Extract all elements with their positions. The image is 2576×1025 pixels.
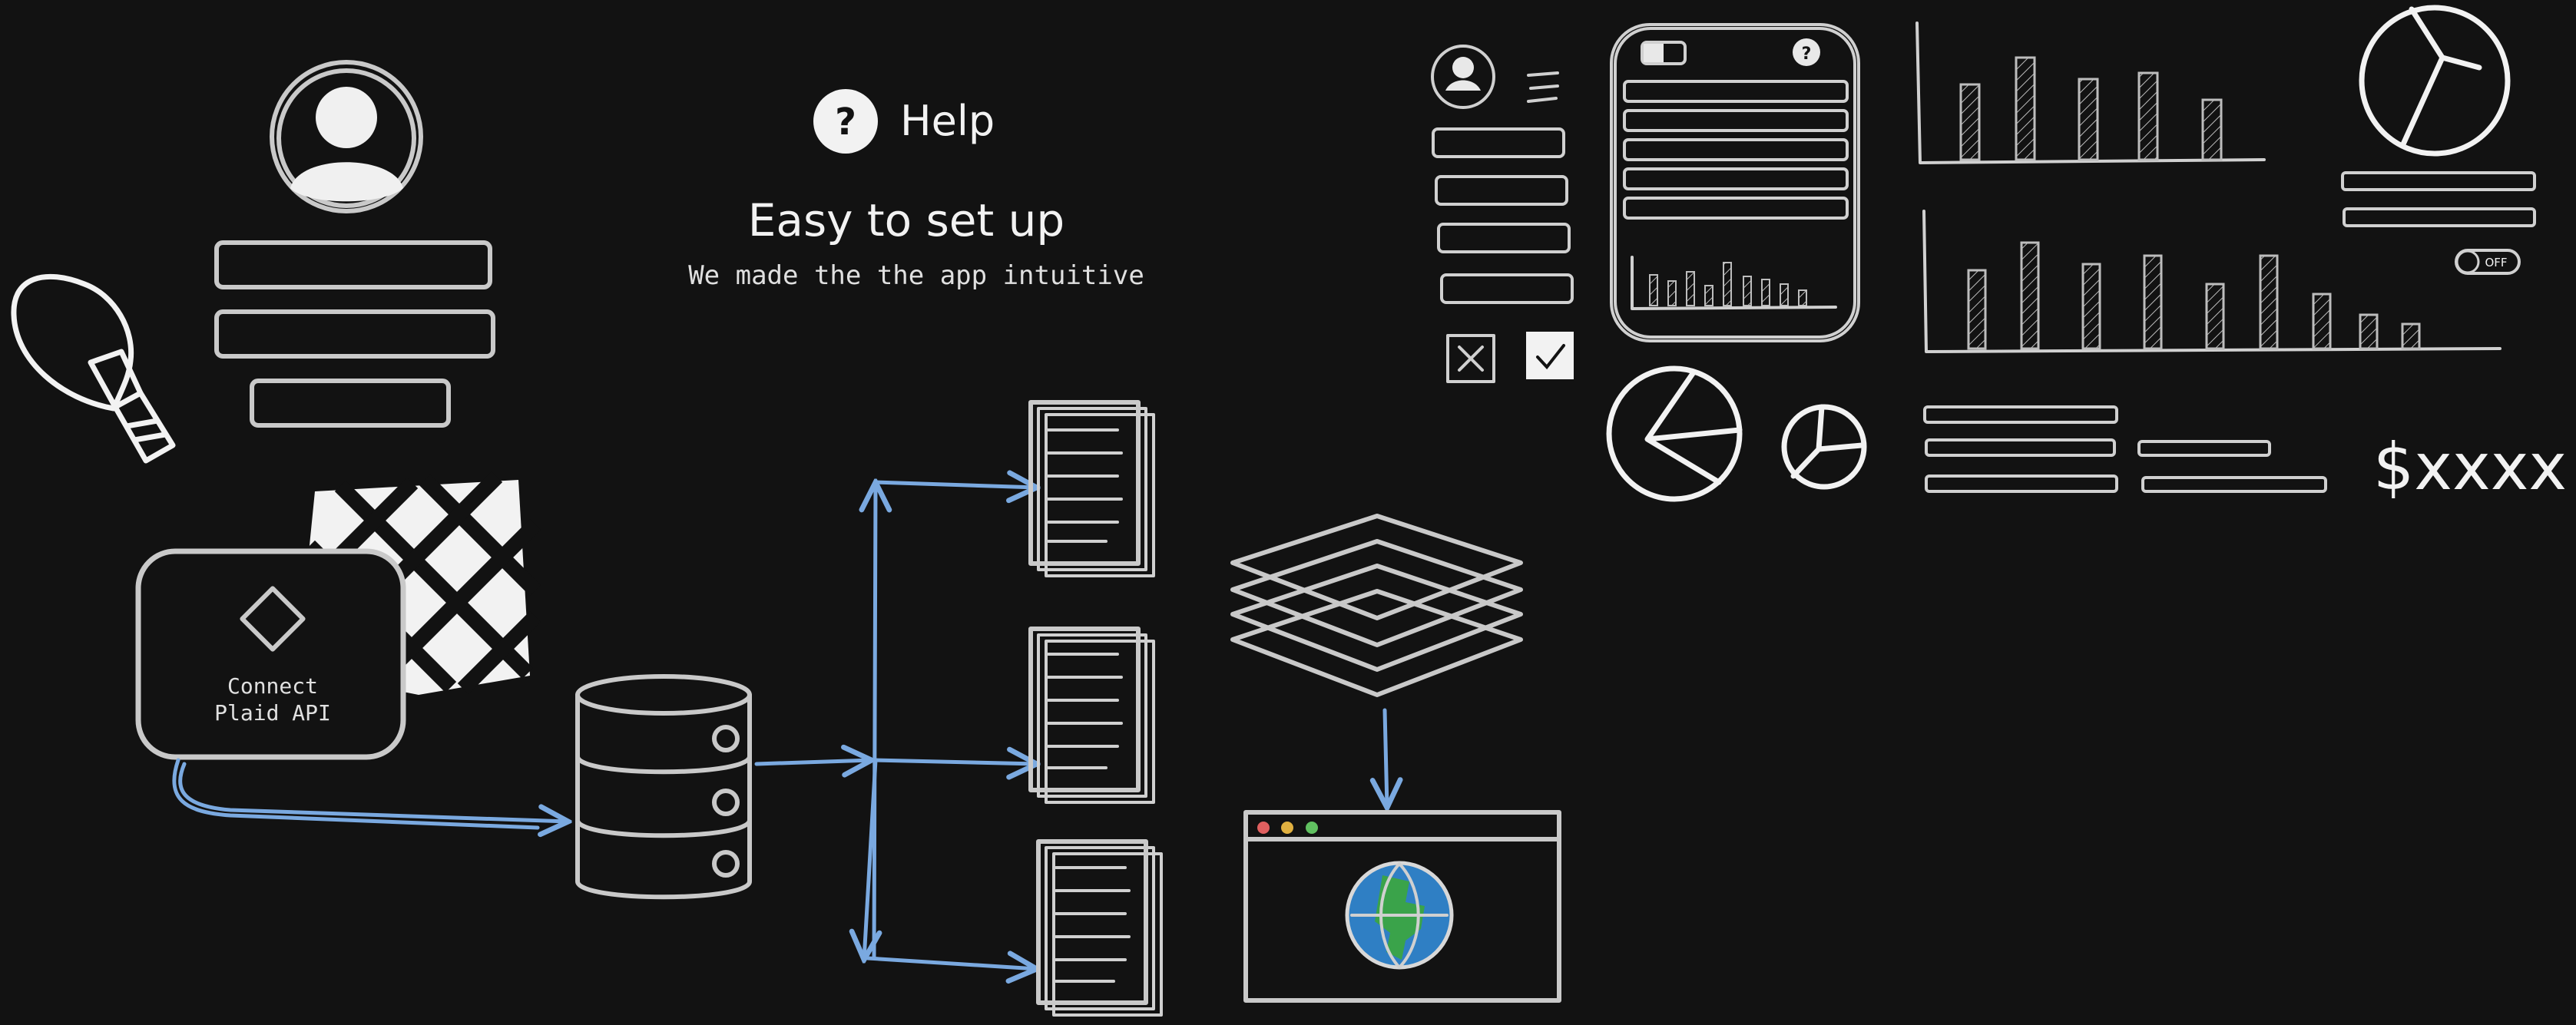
document-stack-icon [1028,400,1155,577]
text-placeholders [1923,405,2327,493]
document-stack-icon [1028,627,1155,804]
database-icon [575,674,752,900]
headline-title: Easy to set up [748,194,1065,246]
user-avatar-icon [1431,45,1495,109]
connect-line2: Plaid API [214,700,331,726]
toggle-label: OFF [2485,256,2507,269]
lightbulb-icon [11,273,176,464]
check-icon [1526,332,1574,379]
phone-wireframe: ? [1610,23,1860,342]
mini-bar-chart [1649,262,1807,306]
globe-icon [1345,861,1454,970]
arrow-card-to-db [178,762,568,822]
branch-arrows [754,482,1037,969]
help-link[interactable]: ? Help [813,89,995,154]
question-glyph: ? [835,101,856,144]
arrow-card-to-db-2 [172,758,540,830]
login-button [250,379,451,428]
help-label: Help [900,97,995,145]
username-field [214,240,492,289]
pie-chart-icon [1781,404,1867,490]
price-label: $xxxx [2373,429,2567,504]
sidebar-wireframe [1431,45,1574,383]
layers-icon [1230,514,1523,697]
question-circle-icon [813,89,878,154]
browser-window-icon [1243,810,1561,1003]
connect-plaid-card: Connect Plaid API [135,548,406,760]
pie-chart-icon [1606,365,1743,502]
password-field [214,309,495,359]
close-icon [1446,334,1495,383]
bar-chart-sketch-bottom [1922,210,2502,353]
headline-subtitle: We made the the app intuitive [688,260,1144,291]
toggle-switch: OFF [2455,249,2521,275]
svg-text:?: ? [1802,45,1812,64]
login-wireframe [214,60,495,428]
pie-chart-icon [2359,5,2511,157]
diamond-icon [240,586,306,652]
connect-line1: Connect [227,673,318,699]
menu-icon [1527,71,1559,103]
bar-chart-sketch-top [1915,21,2266,164]
user-avatar-icon [270,60,423,213]
document-stack-icon [1036,839,1163,1017]
arrow-layers-to-browser [1385,708,1387,808]
